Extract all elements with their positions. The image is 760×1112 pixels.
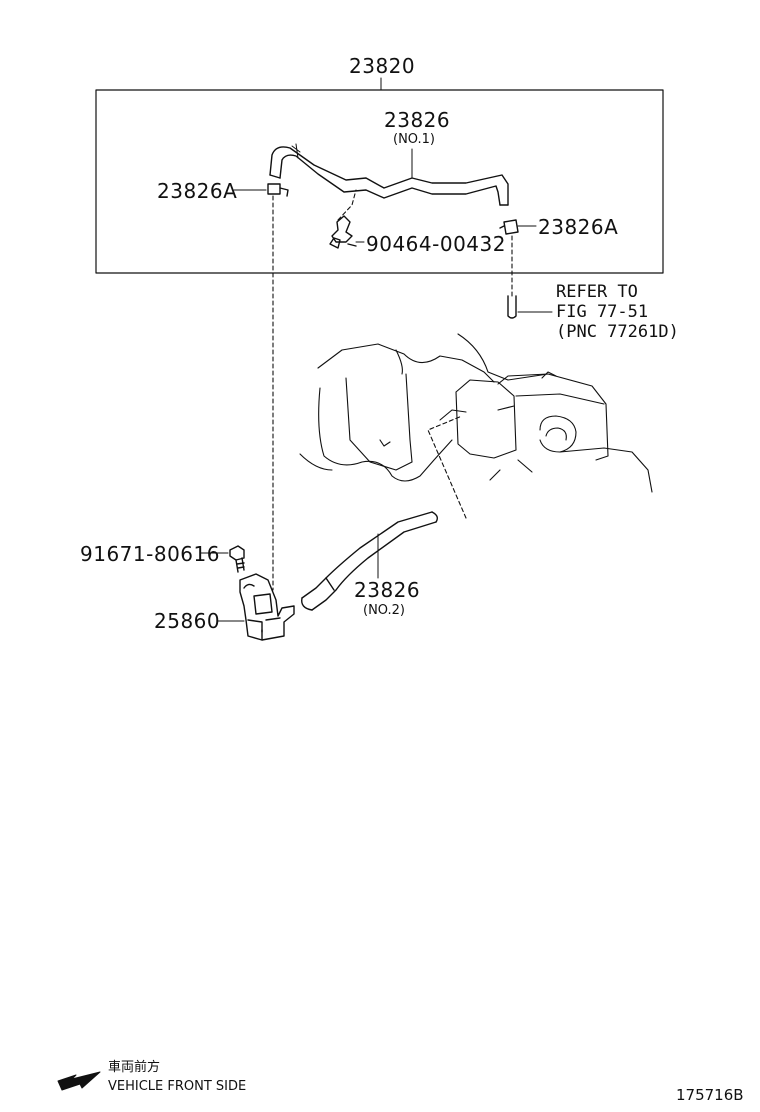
engine-background-drawing bbox=[299, 333, 653, 493]
reference-line3: (PNC 77261D) bbox=[556, 322, 679, 342]
arrow-left-icon bbox=[57, 1071, 101, 1091]
clamp-right-drawing bbox=[499, 219, 519, 235]
valve-drawing bbox=[239, 573, 295, 641]
direction-label-cn: 車両前方 bbox=[108, 1060, 161, 1075]
callout-hose-no2: 23826 bbox=[354, 578, 421, 602]
assembly-frame bbox=[95, 89, 664, 274]
tube-end-drawing bbox=[507, 295, 517, 319]
reference-line2: FIG 77-51 bbox=[556, 302, 649, 322]
clip-drawing bbox=[329, 215, 357, 249]
callout-clamp-left: 23826A bbox=[157, 179, 238, 203]
direction-label-en: VEHICLE FRONT SIDE bbox=[108, 1079, 247, 1094]
clamp-left-drawing bbox=[267, 183, 289, 197]
callout-bolt: 91671-80616 bbox=[80, 542, 220, 566]
callout-assembly: 23820 bbox=[349, 54, 416, 78]
hose-no1-drawing bbox=[269, 143, 509, 206]
callout-valve: 25860 bbox=[154, 609, 221, 633]
reference-line1: REFER TO bbox=[556, 282, 638, 302]
bolt-drawing bbox=[229, 545, 245, 573]
figure-code: 175716B bbox=[676, 1086, 744, 1104]
callout-clip: 90464-00432 bbox=[366, 232, 506, 256]
callout-clamp-right: 23826A bbox=[538, 215, 619, 239]
callout-hose-no2-sub: (NO.2) bbox=[363, 603, 405, 618]
callout-hose-no1-sub: (NO.1) bbox=[393, 132, 435, 147]
callout-hose-no1: 23826 bbox=[384, 108, 451, 132]
hose-no2-drawing bbox=[301, 511, 439, 611]
